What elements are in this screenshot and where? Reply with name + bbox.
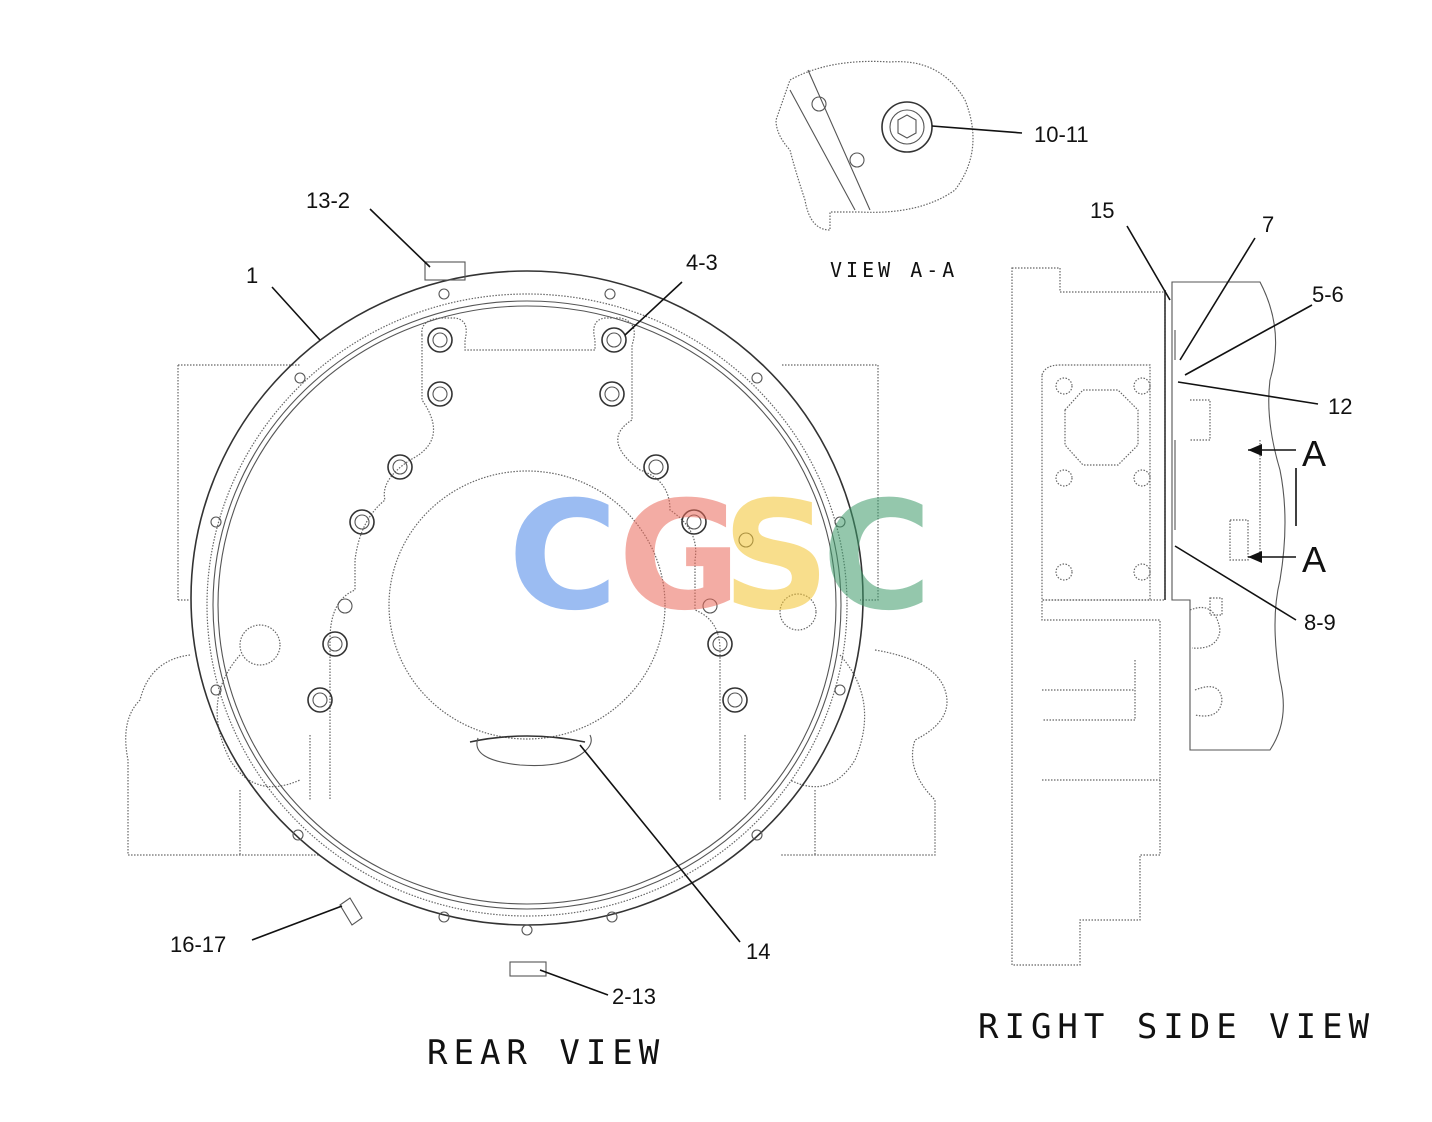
callout-14: 14 <box>746 939 770 964</box>
callout-7: 7 <box>1262 212 1274 237</box>
view-aa-drawing <box>775 60 974 231</box>
view-aa-title: VIEW A-A <box>830 258 958 282</box>
ring-bolt-holes <box>210 288 846 936</box>
callout-1: 1 <box>246 263 258 288</box>
section-marker-a-bottom: A <box>1302 539 1326 580</box>
right-side-view-title: RIGHT SIDE VIEW <box>978 1007 1375 1047</box>
callout-15: 15 <box>1090 198 1114 223</box>
section-cut-line <box>1248 444 1297 563</box>
callout-8-9: 8-9 <box>1304 610 1336 635</box>
watermark-letter-s: S <box>722 470 830 644</box>
callout-5-6: 5-6 <box>1312 282 1344 307</box>
callout-10-11: 10-11 <box>1034 122 1089 147</box>
watermark-letter-g: G <box>618 470 741 644</box>
rear-view-title: REAR VIEW <box>427 1033 665 1073</box>
cgsc-watermark-logo: C G S C <box>508 470 932 644</box>
callout-16-17: 16-17 <box>170 932 226 957</box>
right-side-view-drawing <box>1011 267 1286 966</box>
callout-12: 12 <box>1328 394 1352 419</box>
callout-4-3: 4-3 <box>686 250 718 275</box>
housing-bolt-holes <box>307 327 754 713</box>
callout-13-2: 13-2 <box>306 188 350 213</box>
callout-2-13: 2-13 <box>612 984 656 1009</box>
leader-lines <box>251 125 1319 996</box>
watermark-letter-c1: C <box>508 470 618 644</box>
watermark-letter-c2: C <box>822 470 932 644</box>
section-marker-a-top: A <box>1302 433 1326 474</box>
rear-view-drawing <box>125 261 948 977</box>
